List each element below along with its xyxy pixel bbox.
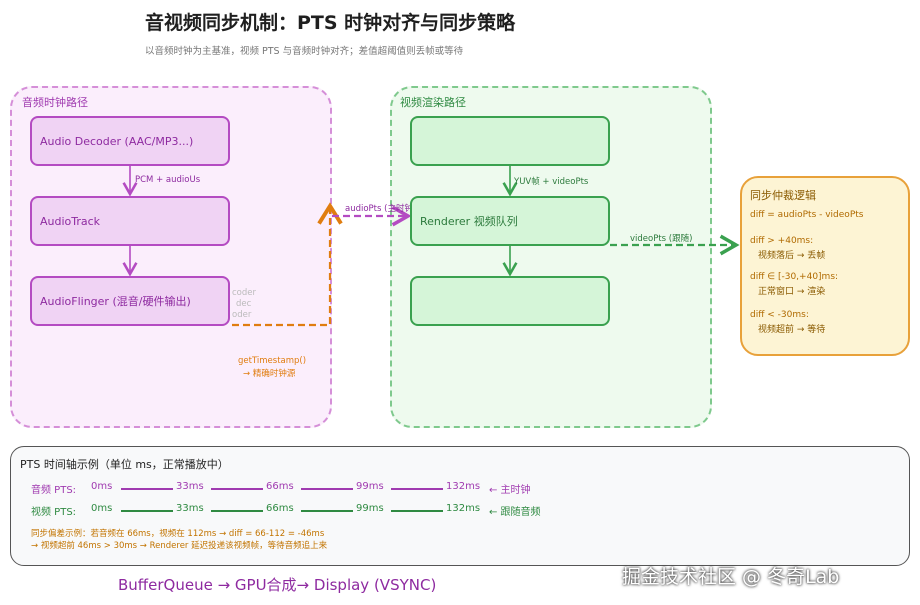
sync-arbitration-panel: 同步仲裁逻辑 diff = audioPts - videoPts diff >… — [740, 176, 910, 356]
video-tick-line — [121, 510, 173, 512]
video-tick-4: 132ms — [446, 503, 481, 514]
rule-ahead-condition: diff < -30ms: — [750, 310, 809, 320]
audio-tick-2: 66ms — [266, 481, 294, 492]
audiotrack-node: AudioTrack — [30, 196, 230, 246]
rule-behind-action: 视频落后 → 丢帧 — [758, 251, 826, 261]
audio-lane-title: 音频时钟路径 — [22, 96, 88, 109]
yuv-edge-label: YUV帧 + videoPts — [514, 177, 589, 187]
video-lane-title: 视频渲染路径 — [400, 96, 466, 109]
video-tick-line — [301, 510, 353, 512]
audio-tick-line — [121, 488, 173, 490]
audio-tick-line — [211, 488, 263, 490]
audio-tick-line — [391, 488, 443, 490]
ghost-text-2: dec — [236, 299, 252, 309]
video-output-node — [410, 276, 610, 326]
pts-timeline-panel: PTS 时间轴示例（单位 ms，正常播放中） 音频 PTS: 0ms 33ms … — [10, 446, 910, 566]
video-tick-2: 66ms — [266, 503, 294, 514]
video-tick-line — [391, 510, 443, 512]
rule-ahead-action: 视频超前 → 等待 — [758, 325, 826, 335]
audio-tick-1: 33ms — [176, 481, 204, 492]
clock-source-label: → 精确时钟源 — [243, 369, 296, 379]
audio-pts-edge-label: audioPts (主时钟) — [345, 204, 417, 214]
audio-tick-4: 132ms — [446, 481, 481, 492]
diff-formula: diff = audioPts - videoPts — [750, 210, 864, 220]
audioflinger-node: AudioFlinger (混音/硬件输出) — [30, 276, 230, 326]
audio-tick-3: 99ms — [356, 481, 384, 492]
video-follow-note: ← 跟随音频 — [489, 507, 541, 518]
audio-pts-row-label: 音频 PTS: — [31, 485, 77, 496]
rule-normal-action: 正常窗口 → 渲染 — [758, 287, 826, 297]
sync-example-line-2: → 视频超前 46ms > 30ms → Renderer 延迟投递该视频帧，等… — [31, 541, 328, 551]
renderer-label: Renderer 视频队列 — [420, 215, 518, 228]
audio-master-note: ← 主时钟 — [489, 485, 531, 496]
renderer-node: Renderer 视频队列 — [410, 196, 610, 246]
video-tick-0: 0ms — [91, 503, 113, 514]
display-pipeline-footer: BufferQueue → GPU合成→ Display (VSYNC) — [118, 576, 437, 594]
audio-tick-0: 0ms — [91, 481, 113, 492]
video-pts-row-label: 视频 PTS: — [31, 507, 77, 518]
rule-normal-condition: diff ∈ [-30,+40]ms: — [750, 272, 839, 282]
video-pts-edge-label: videoPts (跟随) — [630, 234, 693, 244]
rule-behind-condition: diff > +40ms: — [750, 236, 814, 246]
video-tick-1: 33ms — [176, 503, 204, 514]
get-timestamp-label: getTimestamp() — [238, 356, 307, 366]
video-tick-3: 99ms — [356, 503, 384, 514]
audiotrack-label: AudioTrack — [40, 214, 101, 228]
audio-tick-line — [301, 488, 353, 490]
audio-decoder-node: Audio Decoder (AAC/MP3...) — [30, 116, 230, 166]
video-tick-line — [211, 510, 263, 512]
pcm-edge-label: PCM + audioUs — [135, 175, 201, 185]
audio-decoder-label: Audio Decoder (AAC/MP3...) — [40, 134, 194, 148]
video-decoder-node — [410, 116, 610, 166]
timeline-title: PTS 时间轴示例（单位 ms，正常播放中） — [20, 458, 229, 471]
page-subtitle: 以音频时钟为主基准，视频 PTS 与音频时钟对齐；差值超阈值则丢帧或等待 — [145, 46, 464, 57]
watermark: 掘金技术社区 @ 冬奇Lab — [622, 566, 840, 588]
sync-panel-title: 同步仲裁逻辑 — [750, 189, 816, 202]
sync-example-line-1: 同步偏差示例：若音频在 66ms，视频在 112ms → diff = 66-1… — [31, 529, 325, 539]
audioflinger-label: AudioFlinger (混音/硬件输出) — [40, 295, 191, 308]
ghost-text-1: coder — [232, 288, 256, 298]
page-title: 音视频同步机制：PTS 时钟对齐与同步策略 — [145, 12, 516, 34]
ghost-text-3: oder — [232, 310, 252, 320]
